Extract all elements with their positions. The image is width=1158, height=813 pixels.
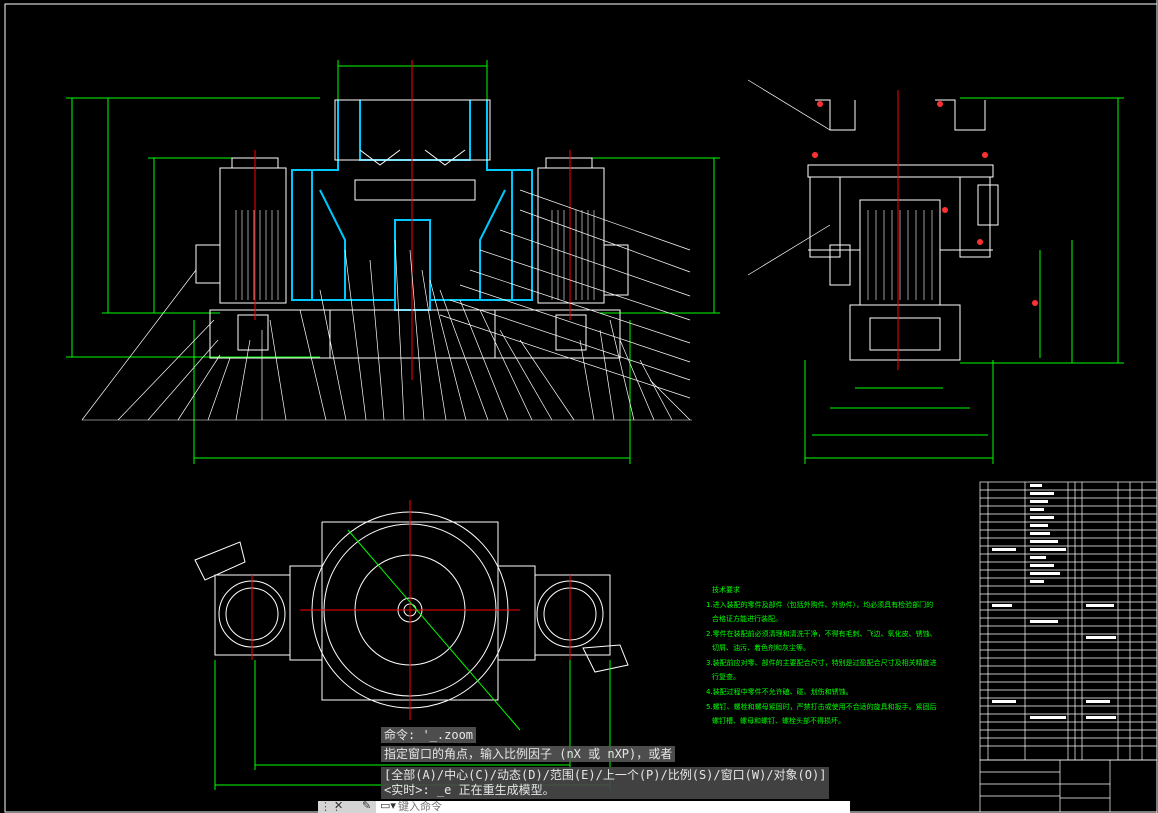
command-current-line: <实时>: _e 正在重生成模型。 (384, 783, 555, 797)
bom-cell-text-marks (992, 484, 1116, 719)
command-current-output: [全部(A)/中心(C)/动态(D)/范围(E)/上一个(P)/比例(S)/窗口… (381, 767, 830, 799)
command-current-line: [全部(A)/中心(C)/动态(D)/范围(E)/上一个(P)/比例(S)/窗口… (384, 768, 827, 782)
tech-req-line: 2.零件在装配前必须清理和清洗干净，不得有毛刺、飞边、氧化皮、锈蚀、 (706, 629, 937, 638)
command-history-line: 命令: '_.zoom (381, 727, 477, 743)
customize-icon[interactable]: ✎ (362, 801, 372, 812)
command-line-bar: ⋮⋮ ✕ ✎ ▭▾ (318, 801, 850, 813)
tech-req-line: 切屑、油污、着色剂和灰尘等。 (712, 643, 810, 652)
tech-req-line: 4.装配过程中零件不允许磕、碰、划伤和锈蚀。 (706, 687, 853, 696)
tech-req-line: 3.装配前应对零、部件的主要配合尺寸，特别是过盈配合尺寸及相关精度进 (706, 658, 937, 667)
title-block[interactable] (979, 759, 1158, 813)
bill-of-materials-table[interactable] (979, 481, 1158, 761)
tech-req-heading: 技术要求 (712, 585, 740, 594)
tech-req-line: 合格证方能进行装配。 (712, 614, 782, 623)
drag-handle-icon[interactable]: ⋮⋮ (320, 801, 342, 813)
command-prompt-icon[interactable]: ▭▾ (380, 801, 396, 812)
drawing-frame (4, 0, 1158, 813)
side-elevation-view[interactable] (747, 79, 1124, 464)
tech-req-line: 5.螺钉、螺栓和螺母紧固时，严禁打击或使用不合适的旋具和扳手。紧固后 (706, 702, 937, 711)
tech-req-line: 1.进入装配的零件及部件（包括外购件、外协件），均必须具有检验部门的 (706, 600, 933, 609)
close-icon[interactable]: ✕ (334, 801, 344, 812)
tech-req-line: 螺钉槽、螺母和螺钉、螺栓头部不得损坏。 (712, 716, 845, 725)
command-input[interactable] (376, 801, 850, 813)
command-history-line: 指定窗口的角点，输入比例因子 (nX 或 nXP)，或者 (381, 746, 676, 762)
front-elevation-view[interactable] (66, 60, 720, 464)
tech-req-line: 行复查。 (712, 672, 740, 681)
technical-requirements: 技术要求 1.进入装配的零件及部件（包括外购件、外协件），均必须具有检验部门的 … (706, 585, 937, 725)
